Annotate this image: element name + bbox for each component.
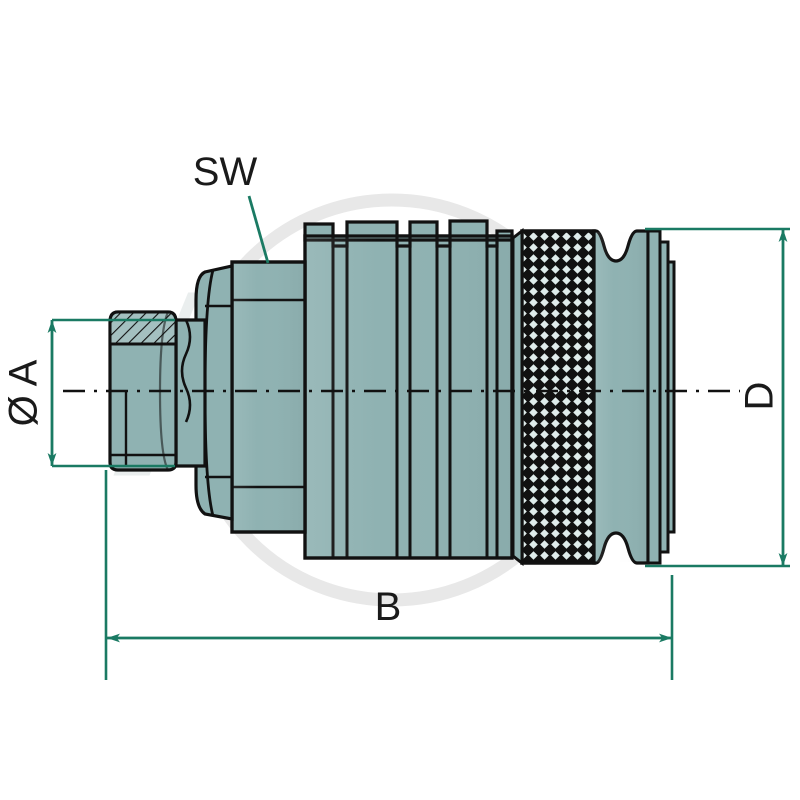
collar-sheen: [596, 232, 648, 562]
dim-label-diameter-d: D: [738, 382, 782, 411]
end-ring-1: [646, 229, 662, 565]
dim-label-diameter-a: Ø A: [2, 359, 46, 426]
body-sheen: [305, 236, 512, 558]
dim-label-length-b: B: [375, 585, 402, 629]
knurl-left-chamfer: [511, 227, 524, 567]
dim-label-sw: SW: [193, 150, 258, 194]
dimension-diameter-a: Ø A: [2, 318, 175, 680]
end-ring-3: [666, 260, 676, 534]
threaded-nut: [108, 310, 178, 472]
dimension-length-b: B: [107, 575, 674, 680]
end-ring-2: [658, 240, 670, 554]
collar-groove-section: [592, 229, 650, 565]
shaft-section: [174, 318, 207, 468]
leader-sw: SW: [193, 150, 270, 264]
dimension-diameter-d: D: [645, 227, 790, 568]
knurl-pattern-area: [520, 229, 596, 565]
stepped-end-rings: [646, 229, 676, 565]
knurled-sleeve: [511, 227, 596, 567]
coupling-part: [108, 219, 676, 567]
finned-body: [303, 219, 514, 560]
sw-flat-sheen: [232, 262, 305, 532]
sw-leader-line: [247, 195, 270, 264]
break-line: [180, 319, 192, 423]
sw-wrench-flat-section: [230, 260, 307, 534]
